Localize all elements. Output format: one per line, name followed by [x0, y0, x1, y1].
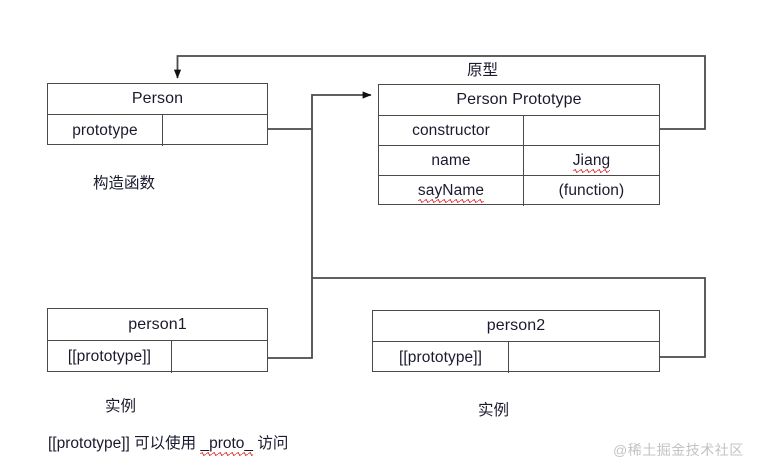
person-key-prototype: prototype [48, 115, 163, 146]
person1-table: person1 [[prototype]] [47, 308, 268, 373]
instance-caption-left: 实例 [105, 398, 137, 415]
person-prototype-header: Person Prototype [379, 85, 659, 116]
prototype-row-name: name Jiang [379, 146, 659, 176]
person-row-prototype: prototype [48, 115, 267, 146]
person-prototype-title: Person Prototype [456, 91, 582, 108]
person1-key-prototype: [[prototype]] [48, 341, 172, 373]
prototype-key-name: name [379, 146, 524, 175]
person-title: Person [131, 90, 184, 107]
person2-title: person2 [486, 317, 546, 334]
prototype-access-note: [[prototype]] 可以使用 _proto_ 访问 [48, 431, 289, 456]
person1-row-prototype: [[prototype]] [48, 341, 267, 373]
prototype-title-label: 原型 [467, 62, 499, 79]
prototype-value-name: Jiang [572, 151, 611, 173]
person-table-header: Person [48, 84, 267, 115]
person2-key-prototype: [[prototype]] [373, 342, 510, 373]
person1-header: person1 [48, 309, 267, 341]
person-value-prototype [163, 115, 267, 146]
person2-table: person2 [[prototype]] [372, 310, 660, 373]
watermark: @稀土掘金技术社区 [613, 442, 744, 458]
person-prototype-table: Person Prototype constructor name Jiang … [378, 84, 660, 206]
prototype-value-name-cell: Jiang [524, 146, 659, 175]
prototype-row-sayname: sayName (function) [379, 176, 659, 206]
person1-value-prototype [172, 341, 267, 373]
prototype-value-constructor [524, 116, 659, 145]
person2-value-prototype [509, 342, 659, 373]
note-suffix: 访问 [253, 435, 289, 452]
instance-caption-right: 实例 [478, 402, 510, 419]
constructor-caption: 构造函数 [93, 175, 156, 192]
person1-title: person1 [128, 315, 187, 333]
person-table: Person prototype [47, 83, 268, 146]
note-prefix: [[prototype]] 可以使用 [48, 435, 201, 452]
prototype-value-sayname: (function) [558, 182, 625, 199]
person2-row-prototype: [[prototype]] [373, 342, 659, 373]
prototype-key-sayname: sayName [417, 182, 485, 203]
prototype-key-sayname-cell: sayName [379, 176, 524, 206]
prototype-key-constructor: constructor [379, 116, 524, 145]
prototype-row-constructor: constructor [379, 116, 659, 146]
person2-header: person2 [373, 311, 659, 342]
note-misspelled-proto: _proto_ [200, 435, 254, 456]
